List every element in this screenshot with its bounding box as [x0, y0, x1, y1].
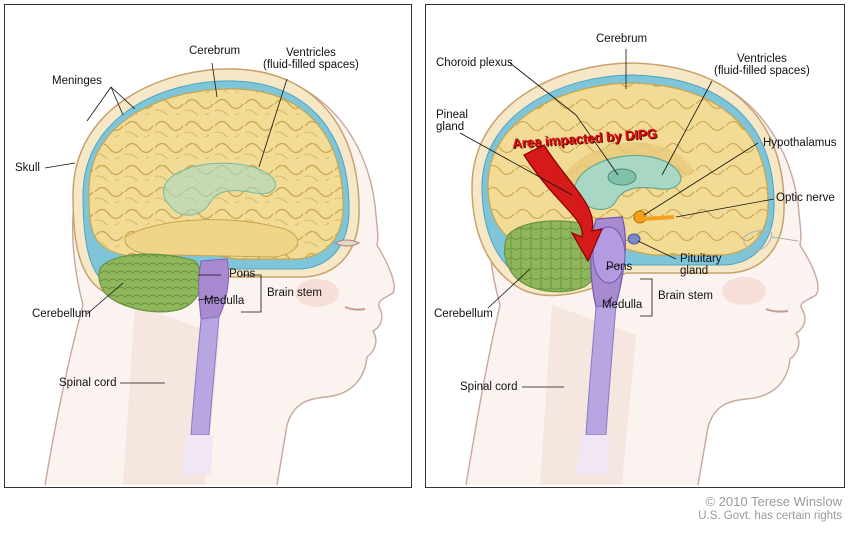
label-pituitary-gland: Pituitary gland: [680, 253, 722, 277]
label-pons: Pons: [606, 261, 633, 273]
impact-arrow: [523, 144, 604, 263]
label-ventricles: Ventricles (fluid-filled spaces): [714, 53, 810, 77]
label-cerebrum: Cerebrum: [596, 33, 648, 45]
label-pons: Pons: [229, 268, 256, 280]
label-brain-stem: Brain stem: [267, 287, 322, 299]
label-hypothalamus: Hypothalamus: [763, 137, 837, 149]
label-optic-nerve: Optic nerve: [776, 192, 835, 204]
right-diagram-panel: Area impacted by DIPG Cerebrum Choroid p…: [425, 4, 845, 488]
label-pineal-gland: Pineal gland: [436, 109, 468, 133]
label-cerebellum: Cerebellum: [32, 308, 91, 320]
label-ventricles: Ventricles (fluid-filled spaces): [263, 47, 359, 71]
right-anatomy-illustration: [459, 49, 819, 486]
ventricles-shape: [162, 162, 276, 216]
label-skull: Skull: [15, 162, 40, 174]
rights-notice: U.S. Govt. has certain rights: [698, 510, 842, 522]
label-cerebrum: Cerebrum: [189, 45, 241, 57]
left-diagram-panel: Cerebrum Ventricles (fluid-filled spaces…: [4, 4, 412, 488]
label-medulla: Medulla: [602, 299, 643, 311]
copyright-credit: © 2010 Terese Winslow: [705, 494, 842, 509]
label-spinal-cord: Spinal cord: [59, 377, 117, 389]
label-brain-stem: Brain stem: [658, 290, 713, 302]
label-medulla: Medulla: [204, 295, 245, 307]
left-anatomy-illustration: [44, 62, 395, 486]
label-cerebellum: Cerebellum: [434, 308, 493, 320]
label-meninges: Meninges: [52, 75, 102, 87]
label-spinal-cord: Spinal cord: [460, 381, 518, 393]
label-choroid-plexus: Choroid plexus: [436, 57, 513, 69]
